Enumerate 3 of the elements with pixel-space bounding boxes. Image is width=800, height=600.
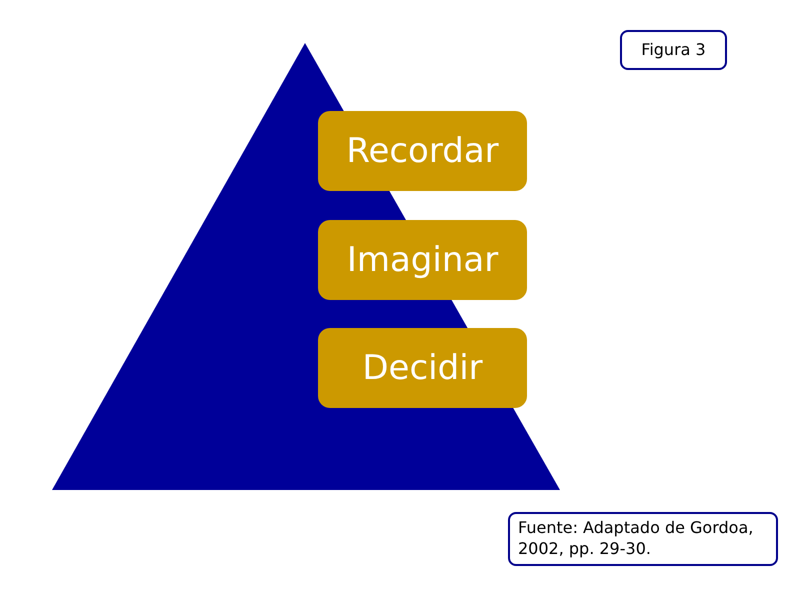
note-box: Figura 3 xyxy=(620,30,727,70)
step-box: Recordar xyxy=(318,111,527,191)
note-box: Fuente: Adaptado de Gordoa, 2002, pp. 29-30. xyxy=(508,512,778,566)
